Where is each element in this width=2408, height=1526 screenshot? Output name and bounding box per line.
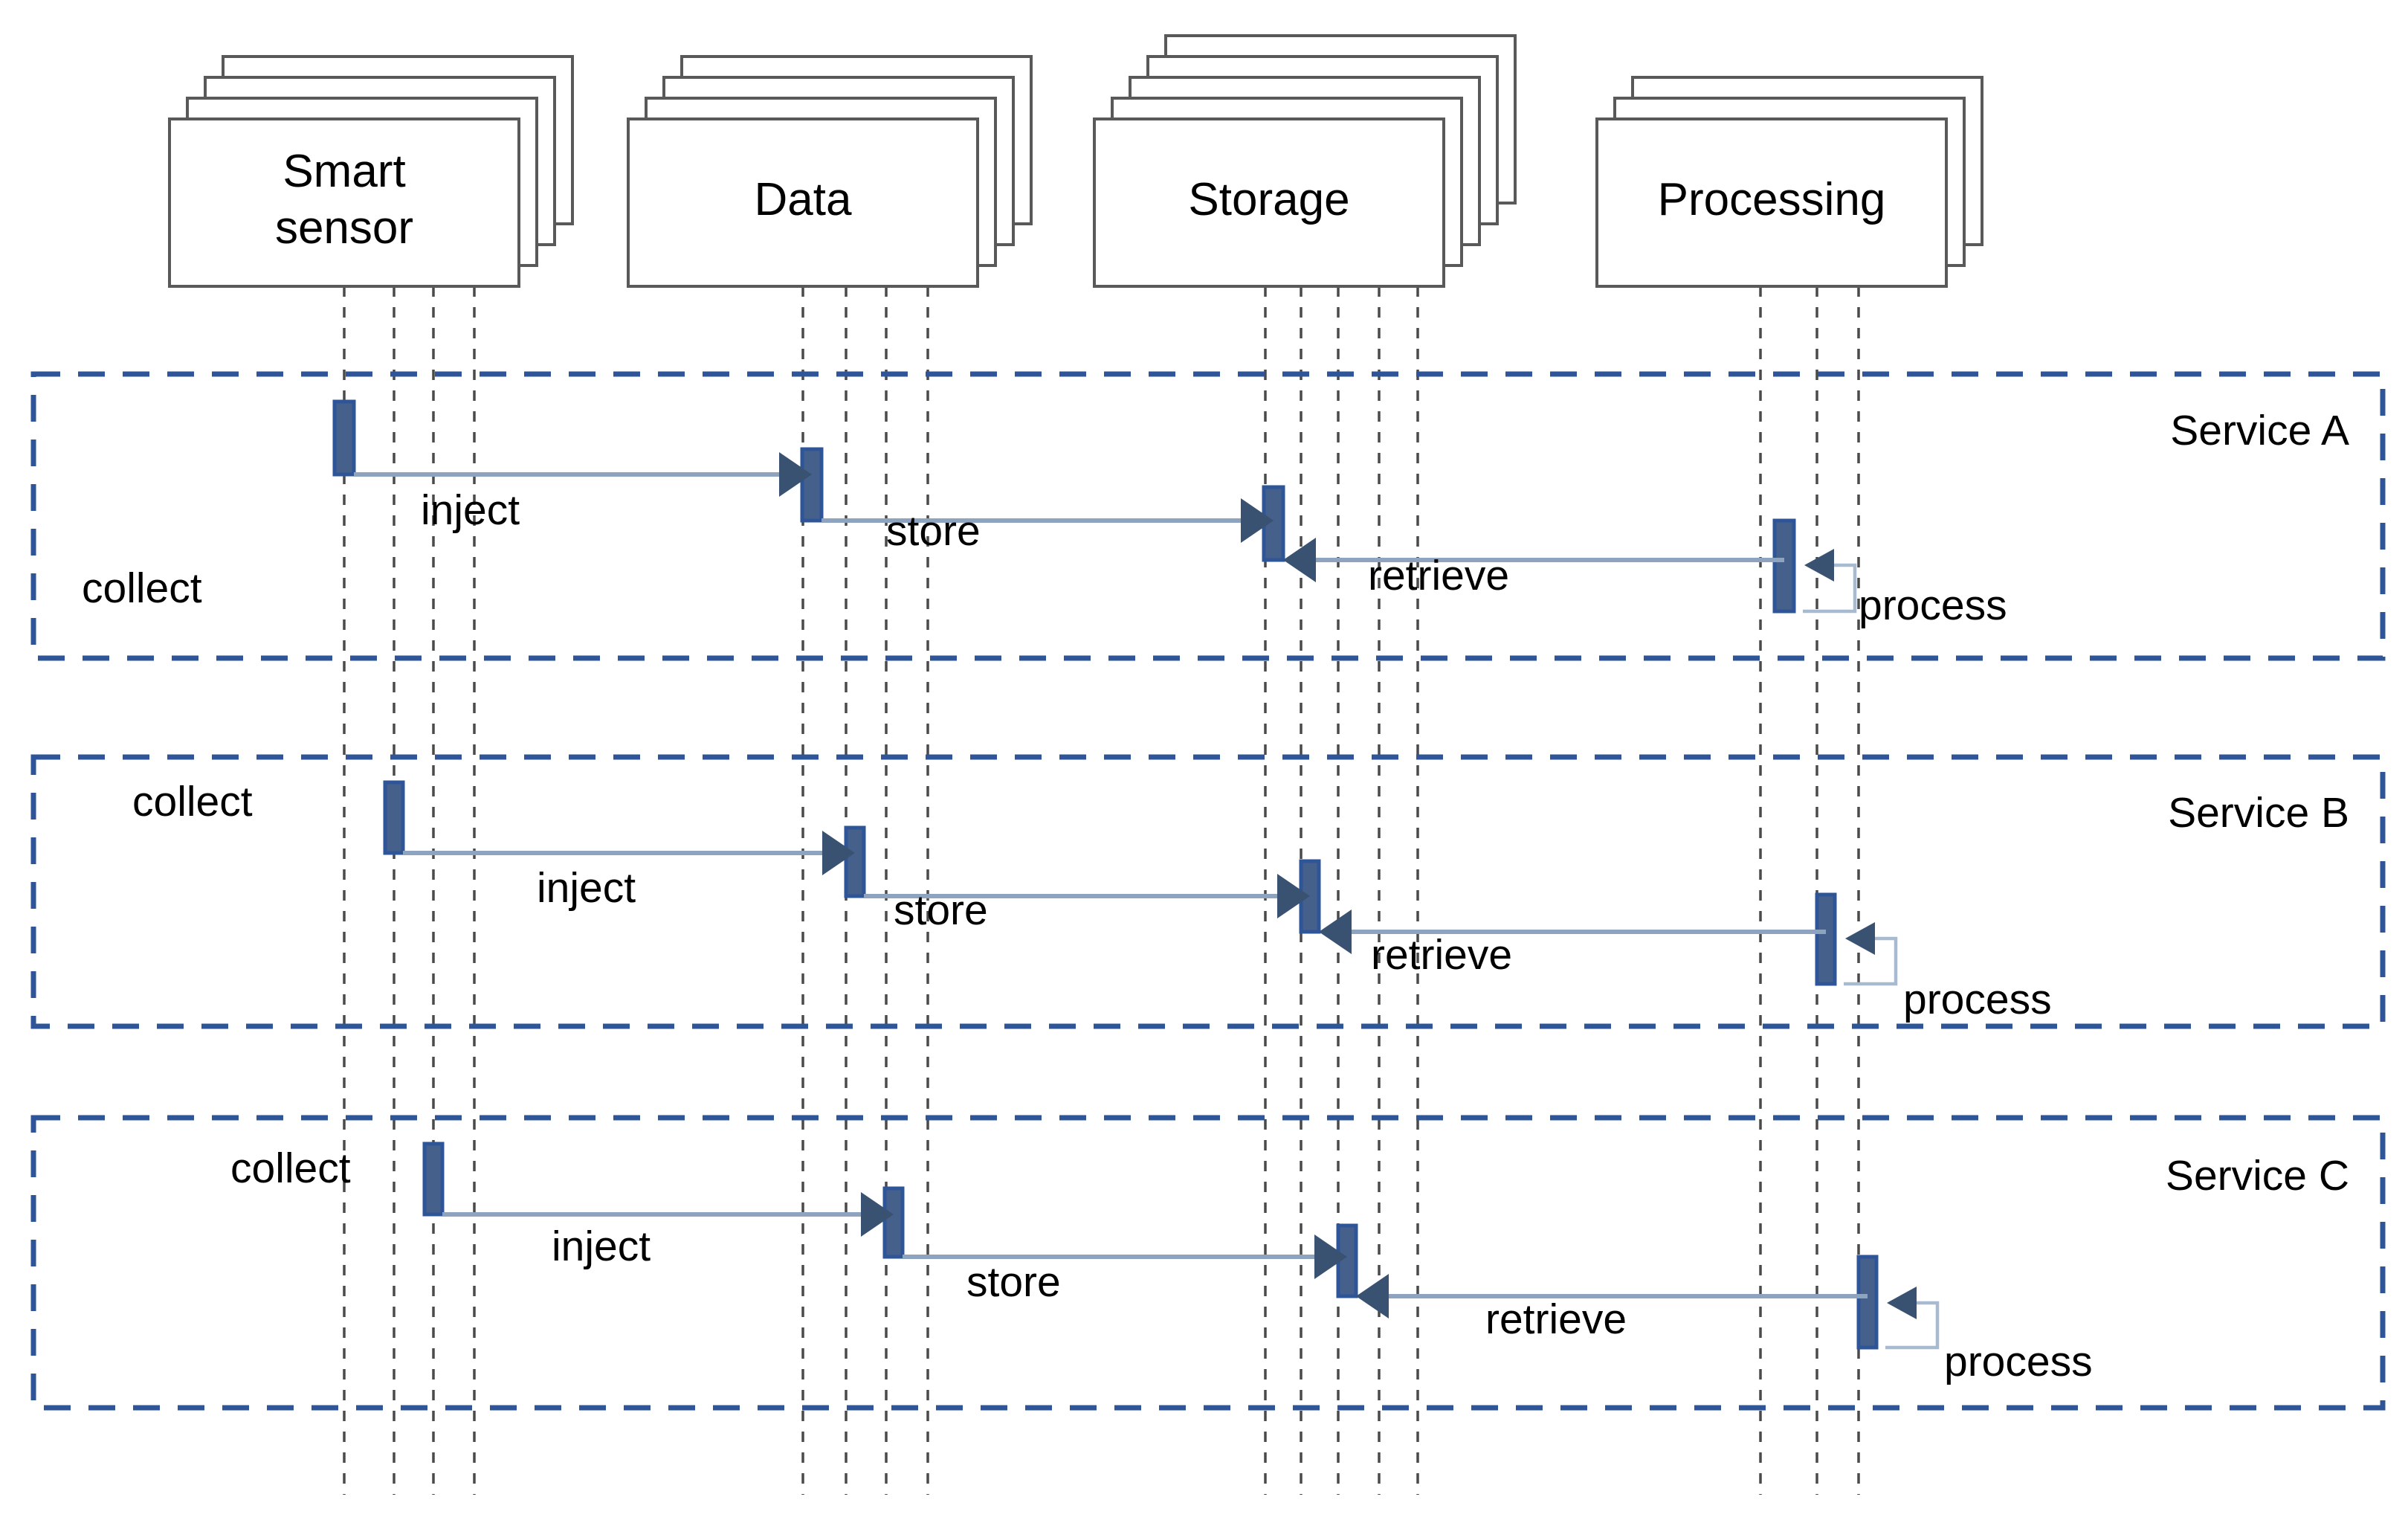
message-label-a-retrieve: retrieve bbox=[1368, 552, 1509, 599]
message-arrowhead-b-store bbox=[1277, 874, 1310, 918]
activation-bar-c-storage[interactable] bbox=[1336, 1223, 1358, 1298]
participant-label-data: Data bbox=[755, 174, 852, 225]
participant-label-smart-sensor: Smart bbox=[283, 146, 405, 197]
self-message-arrowhead-b-process bbox=[1845, 922, 1875, 955]
service-frame-label-service-a: Service A bbox=[2170, 407, 2349, 454]
activation-bar-a-sensor[interactable] bbox=[332, 399, 356, 477]
message-arrowhead-b-inject bbox=[822, 831, 855, 875]
message-arrowhead-c-retrieve bbox=[1356, 1274, 1389, 1319]
message-arrowhead-a-store bbox=[1241, 498, 1274, 543]
service-frame-service-a[interactable] bbox=[30, 371, 2386, 661]
service-frame-service-b[interactable] bbox=[30, 754, 2386, 1029]
message-label-a-store: store bbox=[886, 507, 981, 555]
message-label-c-inject: inject bbox=[552, 1223, 651, 1270]
message-arrowhead-a-inject bbox=[779, 452, 812, 497]
message-label-a-process: process bbox=[1859, 582, 2007, 629]
self-message-arrowhead-a-process bbox=[1804, 549, 1834, 582]
message-arrowhead-c-inject bbox=[861, 1192, 894, 1237]
self-message-arrowhead-c-process bbox=[1887, 1287, 1917, 1319]
participant-box-storage[interactable] bbox=[1093, 117, 1445, 288]
message-label-c-process: process bbox=[1944, 1338, 2093, 1385]
message-label-a-collect: collect bbox=[82, 564, 202, 612]
service-frame-label-service-c: Service C bbox=[2166, 1152, 2349, 1200]
service-frame-service-c[interactable] bbox=[30, 1115, 2386, 1411]
activation-bar-a-data[interactable] bbox=[800, 447, 824, 523]
participant-box-processing[interactable] bbox=[1595, 117, 1948, 288]
participant-box-data[interactable] bbox=[627, 117, 979, 288]
message-label-b-process: process bbox=[1903, 976, 2052, 1023]
message-label-c-collect: collect bbox=[230, 1144, 351, 1192]
message-label-b-retrieve: retrieve bbox=[1371, 931, 1512, 979]
activation-bar-b-processing[interactable] bbox=[1815, 892, 1837, 986]
message-label-a-inject: inject bbox=[421, 486, 520, 534]
activation-bar-b-sensor[interactable] bbox=[383, 780, 405, 855]
participant-label-storage: Storage bbox=[1188, 174, 1349, 225]
message-label-c-retrieve: retrieve bbox=[1485, 1295, 1627, 1343]
self-message-loop-c-process[interactable] bbox=[1885, 1301, 1940, 1350]
message-arrowhead-c-store bbox=[1314, 1234, 1347, 1279]
message-label-c-store: store bbox=[966, 1258, 1061, 1306]
participant-box-smart-sensor[interactable] bbox=[168, 117, 520, 288]
message-arrowhead-a-retrieve bbox=[1283, 538, 1316, 582]
self-message-loop-a-process[interactable] bbox=[1803, 563, 1857, 614]
participant-label-smart-sensor: sensor bbox=[275, 202, 413, 254]
service-frames-layer: Service A Service B Service C bbox=[30, 371, 2386, 1411]
messages-layer: collect inject store retrieve process collect… bbox=[82, 399, 2093, 1385]
message-label-b-store: store bbox=[894, 886, 988, 934]
activation-bar-a-processing[interactable] bbox=[1772, 518, 1796, 614]
message-arrowhead-b-retrieve bbox=[1319, 910, 1352, 954]
self-message-loop-b-process[interactable] bbox=[1844, 936, 1898, 986]
activation-bar-c-processing[interactable] bbox=[1856, 1255, 1879, 1350]
activation-bar-b-data[interactable] bbox=[844, 825, 866, 898]
service-frame-label-service-b: Service B bbox=[2168, 789, 2349, 837]
participant-label-processing: Processing bbox=[1658, 174, 1886, 225]
message-label-b-inject: inject bbox=[537, 864, 636, 912]
activation-bar-c-sensor[interactable] bbox=[422, 1142, 445, 1217]
activation-bar-c-data[interactable] bbox=[882, 1186, 905, 1259]
message-label-b-collect: collect bbox=[132, 778, 253, 825]
